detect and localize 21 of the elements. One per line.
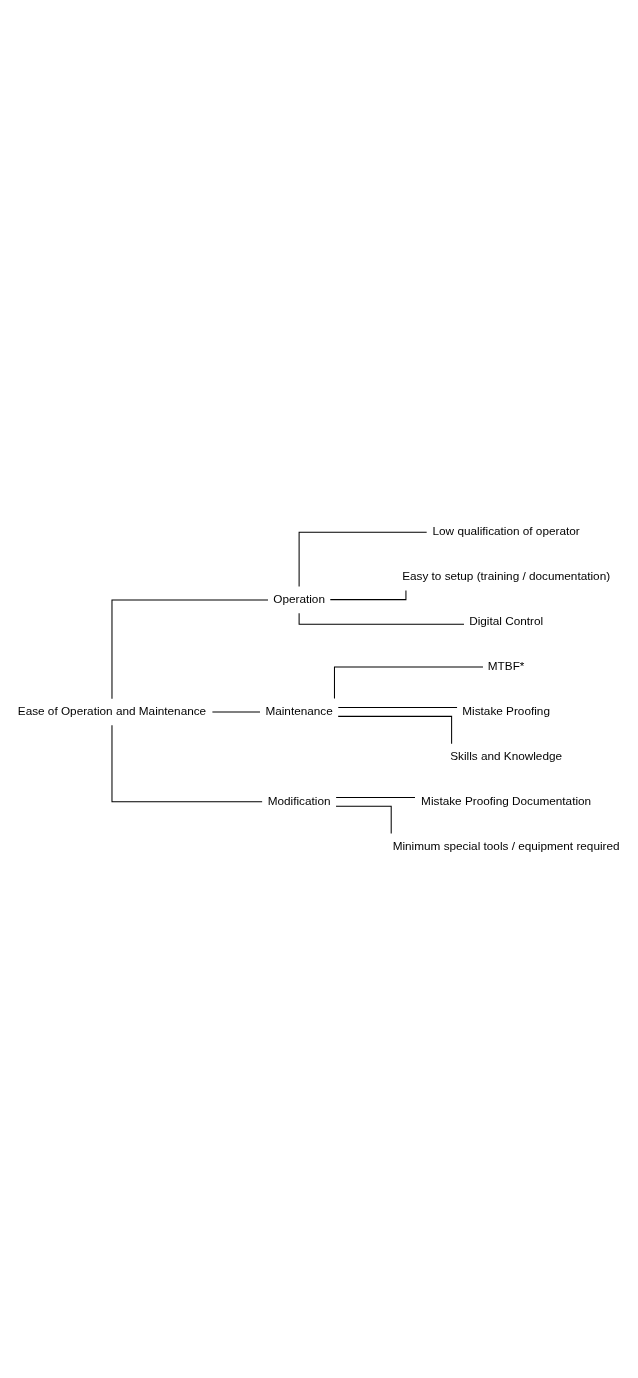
node-text: Modification	[267, 793, 331, 807]
node-text: Mistake Proofing Documentation	[421, 793, 592, 807]
node-text: Easy to setup (training / documentation)	[402, 568, 611, 582]
node-text: MTBF*	[487, 658, 525, 672]
node-text: Ease of Operation and Maintenance	[17, 703, 207, 717]
node-text: Maintenance	[265, 703, 333, 717]
node-text: Low qualification of operator	[432, 523, 580, 537]
connector	[333, 666, 484, 699]
connector	[335, 805, 392, 834]
node-text: Digital Control	[469, 613, 544, 627]
connector	[337, 715, 453, 744]
connector	[298, 531, 428, 587]
node-text: Mistake Proofing	[462, 703, 550, 717]
connector	[298, 612, 465, 625]
node-text: Skills and Knowledge	[450, 748, 563, 762]
connector	[111, 598, 269, 699]
node-text: Minimum special tools / equipment required	[392, 838, 620, 852]
connector	[111, 724, 263, 802]
connector	[337, 706, 458, 708]
node-text: Operation	[273, 591, 325, 605]
connector	[335, 796, 416, 798]
